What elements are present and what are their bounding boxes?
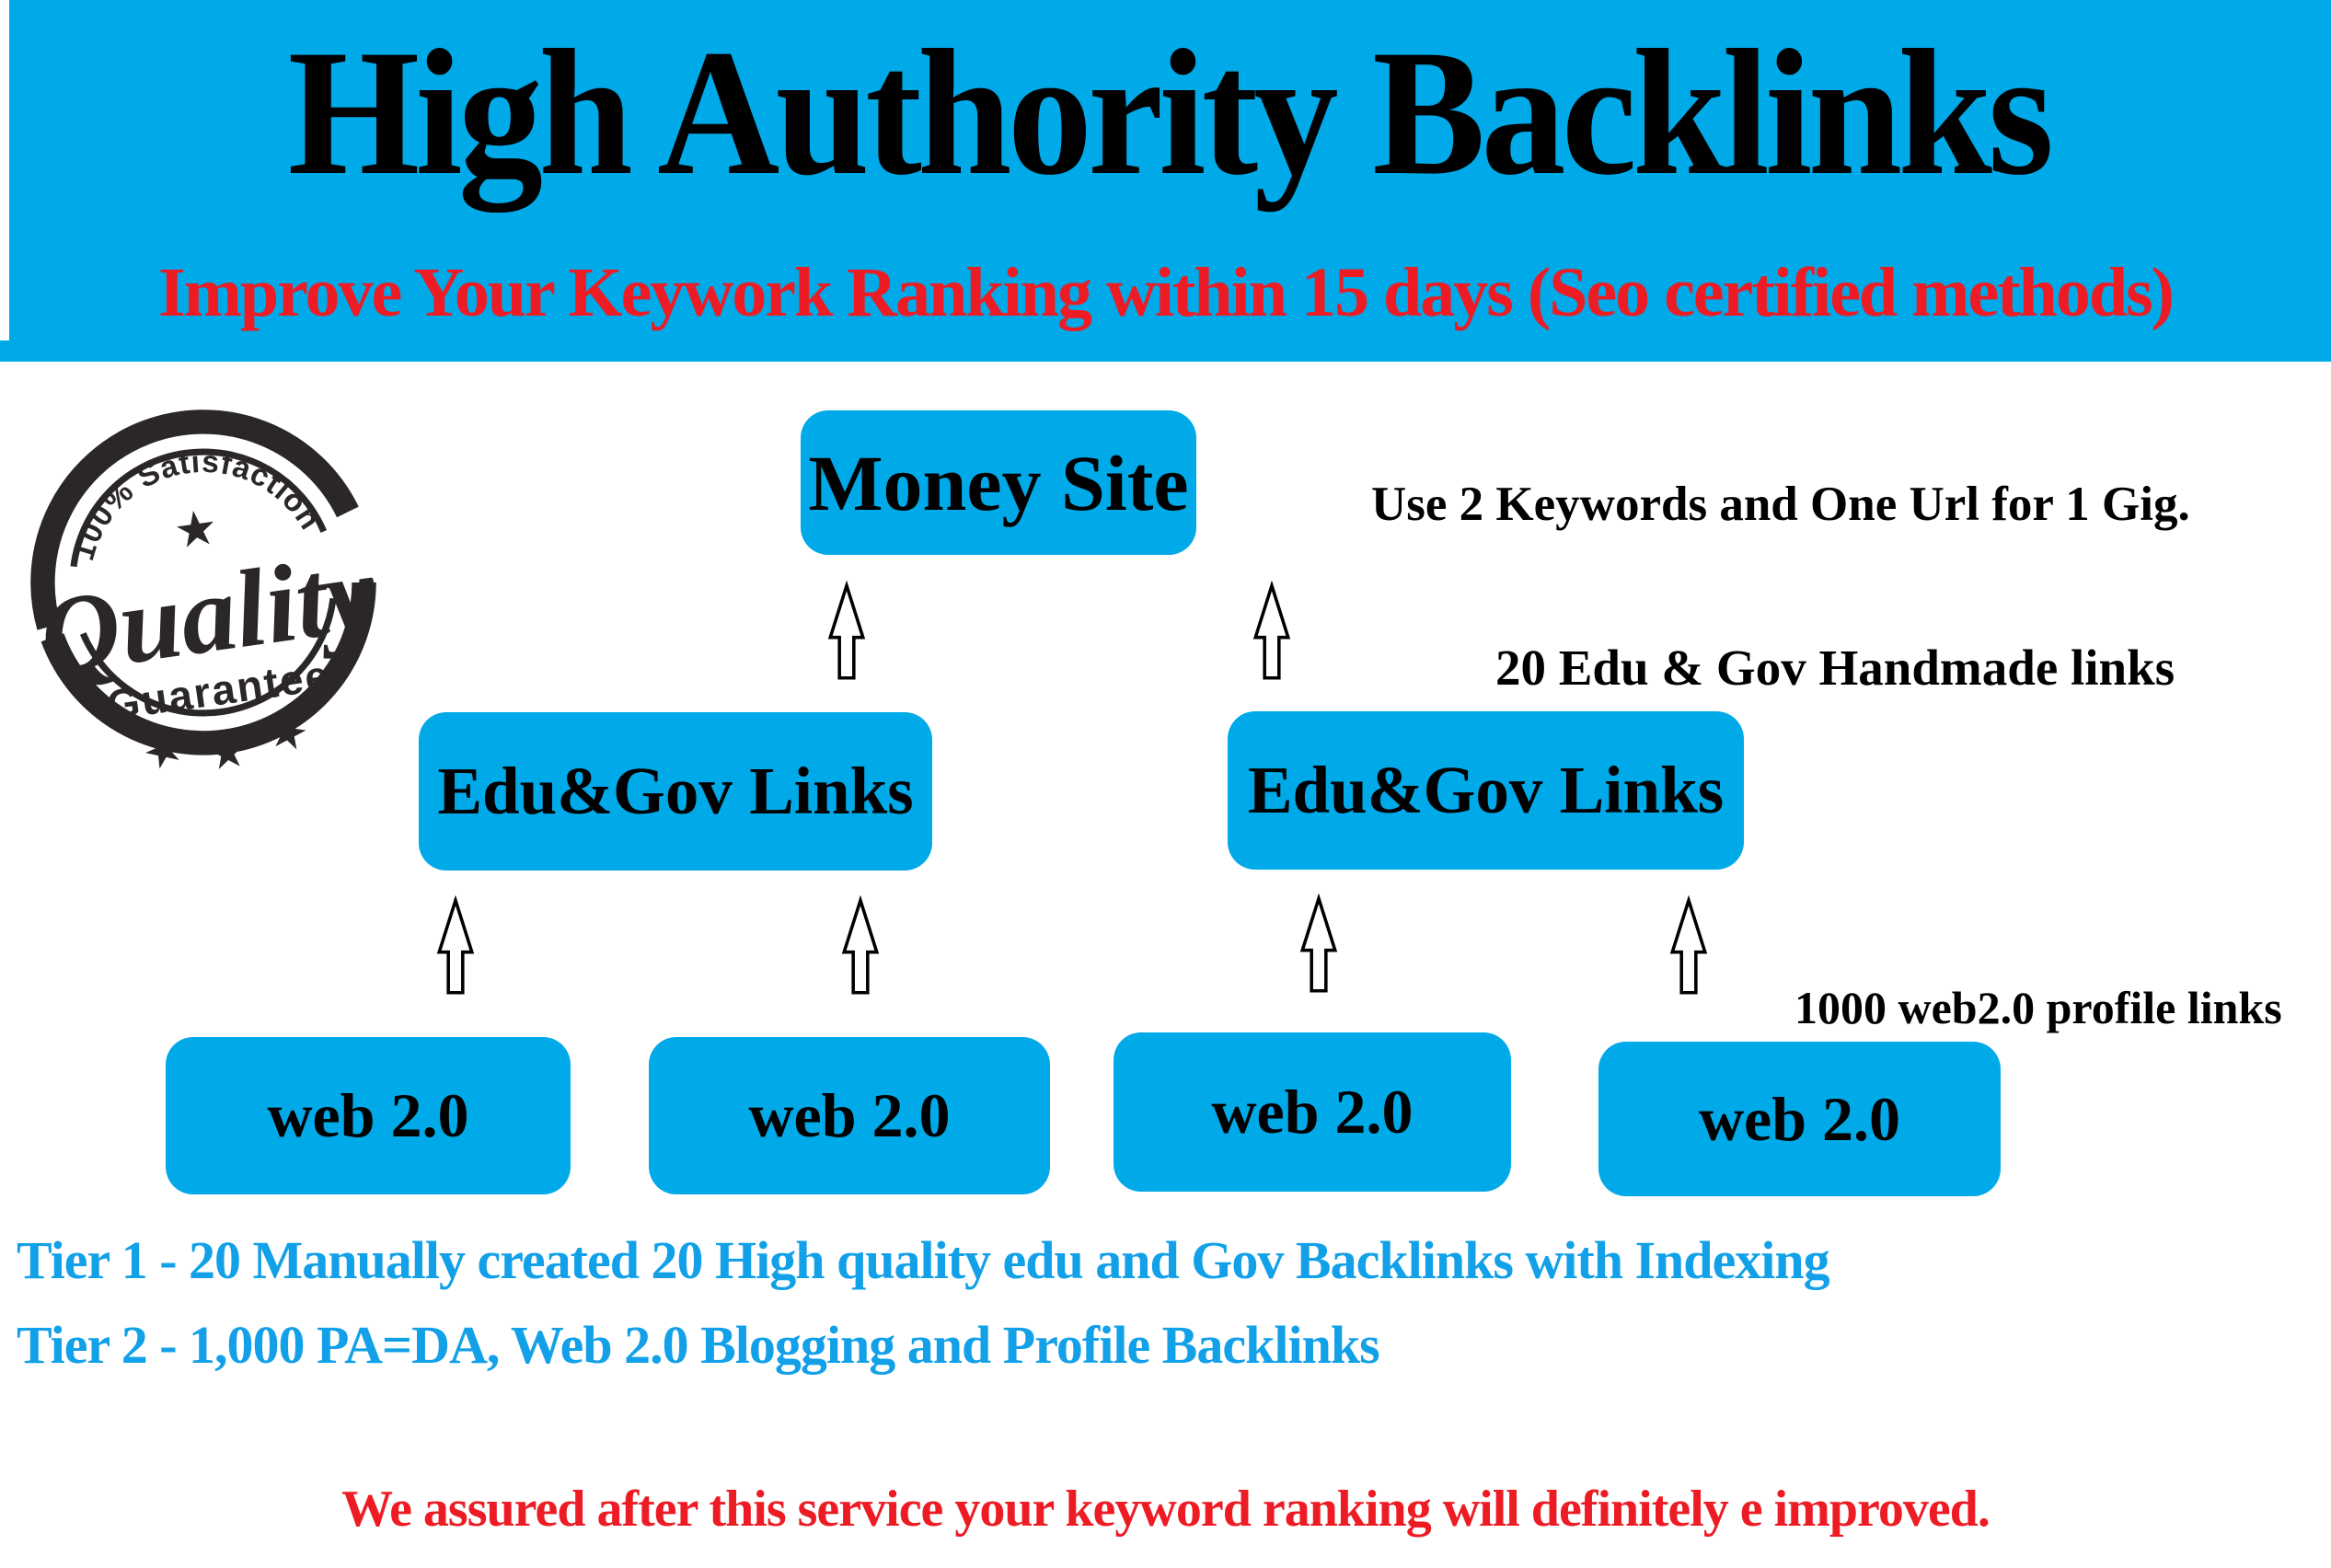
money-site-box: Money Site <box>801 410 1196 555</box>
keywords-note: Use 2 Keywords and One Url for 1 Gig. <box>1371 478 2190 531</box>
badge-outer-ring-top <box>30 409 359 630</box>
edu-gov-links-label-right: Edu&Gov Links <box>1247 753 1725 827</box>
up-arrow-icon <box>1252 580 1291 680</box>
up-arrow-icon <box>436 894 475 995</box>
web20-box-4: web 2.0 <box>1598 1042 2001 1196</box>
tier2-text: Tier 2 - 1,000 PA=DA, Web 2.0 Blogging a… <box>17 1315 1380 1375</box>
assurance-text: We assured after this service your keywo… <box>341 1481 1991 1538</box>
up-arrow-icon <box>841 894 880 995</box>
badge-outer-ring-bottom <box>40 582 376 755</box>
edu-gov-links-label-left: Edu&Gov Links <box>437 754 914 828</box>
up-arrow-icon <box>1299 893 1338 993</box>
page-subtitle: Improve Your Keywork Ranking within 15 d… <box>158 254 2175 331</box>
tier1-text: Tier 1 - 20 Manually created 20 High qua… <box>17 1230 1830 1290</box>
edu-gov-links-box-right: Edu&Gov Links <box>1228 711 1744 870</box>
badge-bottom-star-right-icon: ★ <box>265 706 312 761</box>
quality-guarantee-badge-icon: 100% Satisfaction ★ Quality Guarantee ★ … <box>30 409 384 769</box>
web20-box-3: web 2.0 <box>1114 1032 1511 1192</box>
web20-box-2: web 2.0 <box>649 1037 1050 1194</box>
badge-inner-ring-top <box>70 448 328 568</box>
badge-inner-ring-bottom <box>79 597 337 717</box>
header-banner-left-tab <box>0 340 9 362</box>
badge-bottom-star-middle-icon: ★ <box>204 725 251 769</box>
web20-label-2: web 2.0 <box>748 1080 951 1150</box>
up-arrow-icon <box>1669 894 1708 995</box>
page-title: High Authority Backlinks <box>287 13 2054 213</box>
web20-label-4: web 2.0 <box>1698 1083 1901 1154</box>
up-arrow-icon <box>827 580 866 680</box>
web20-label-3: web 2.0 <box>1211 1077 1414 1147</box>
web20-label-1: web 2.0 <box>267 1080 469 1150</box>
money-site-label: Money Site <box>808 438 1189 527</box>
header-banner <box>9 0 2331 362</box>
edu-gov-note: 20 Edu & Gov Handmade links <box>1495 640 2175 696</box>
web20-note: 1000 web2.0 profile links <box>1794 982 2282 1033</box>
web20-box-1: web 2.0 <box>166 1037 571 1194</box>
edu-gov-links-box-left: Edu&Gov Links <box>419 712 932 870</box>
badge-top-star-icon: ★ <box>171 501 222 559</box>
